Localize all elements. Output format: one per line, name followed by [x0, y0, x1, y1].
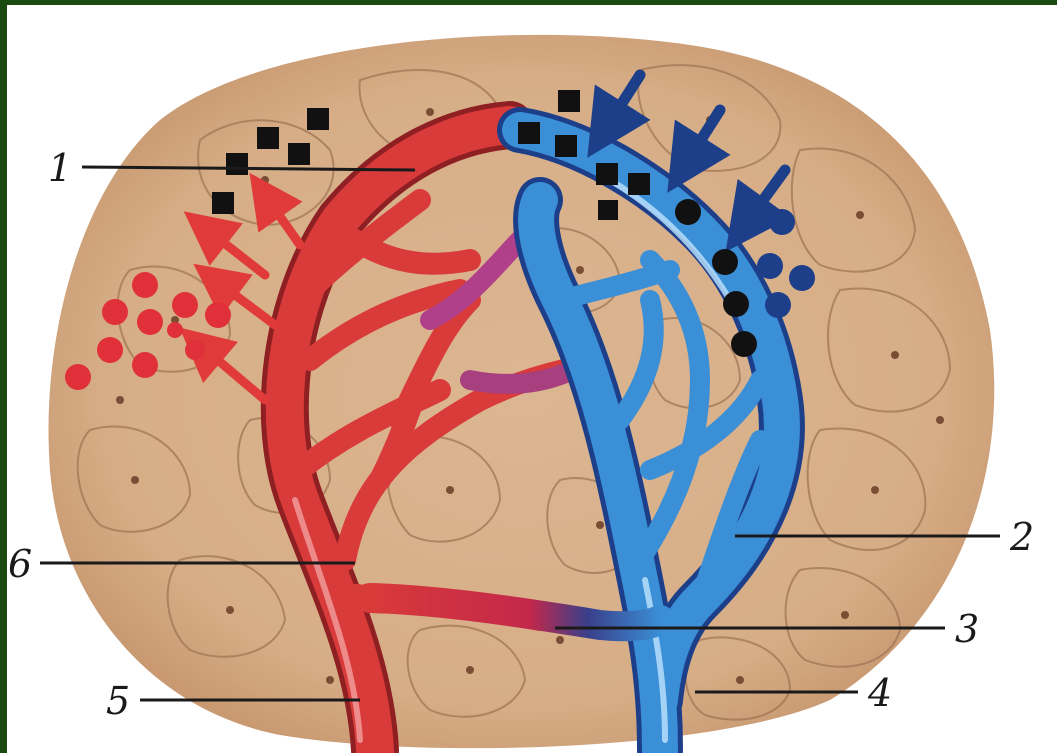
label-2: 2: [1009, 515, 1034, 559]
label-3: 3: [955, 607, 979, 651]
label-1: 1: [48, 146, 72, 190]
label-5: 5: [106, 679, 130, 723]
label-4: 4: [867, 671, 892, 715]
label-6: 6: [8, 542, 32, 586]
